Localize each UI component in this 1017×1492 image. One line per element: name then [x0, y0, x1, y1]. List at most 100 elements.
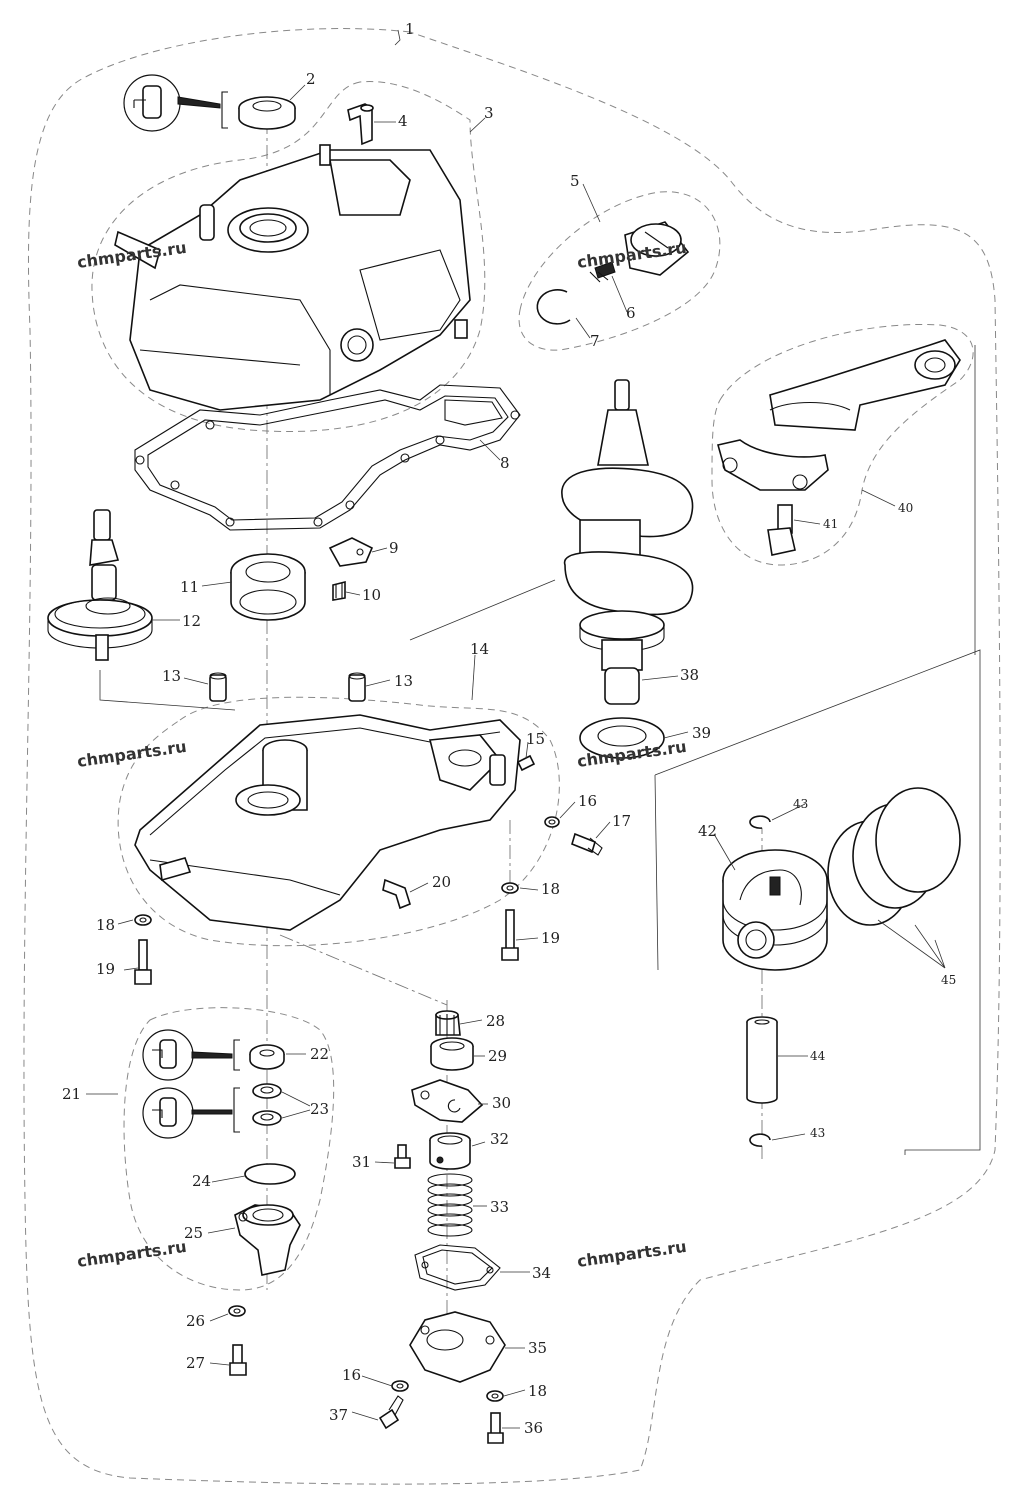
- washer-16-lower: [391, 1380, 409, 1392]
- screw-31: [394, 1144, 411, 1169]
- washer-18-left: [134, 914, 152, 926]
- rod-cap: [717, 439, 829, 491]
- callout-43b: 43: [810, 1126, 825, 1140]
- callout-38: 38: [680, 666, 699, 684]
- callout-labels: 1 2 3 4 5 6 7 8 9 10 11 12 13 13 14 15 1…: [62, 20, 956, 1437]
- callout-18b: 18: [541, 880, 560, 898]
- oil-seal-23-lower: [252, 1110, 282, 1126]
- spring-33: [427, 1173, 473, 1237]
- ball-bearing: [230, 553, 306, 621]
- callout-16a: 16: [578, 792, 597, 810]
- connecting-rod: [769, 339, 961, 431]
- crankcase-gasket: [134, 384, 521, 531]
- piston-assembly-outline: [654, 649, 981, 1155]
- callout-11: 11: [180, 578, 199, 596]
- washer-16-upper: [544, 816, 560, 828]
- grease-applicator-icon: [123, 74, 228, 132]
- cover-plate: [328, 537, 374, 567]
- o-ring-24: [244, 1163, 296, 1185]
- callout-43a: 43: [793, 797, 808, 811]
- callout-33: 33: [490, 1198, 509, 1216]
- bolt-27: [229, 1344, 247, 1376]
- callout-14: 14: [470, 640, 489, 658]
- watermark-3: chmparts.ru: [76, 737, 188, 771]
- callout-10: 10: [362, 586, 381, 604]
- callout-15: 15: [526, 730, 545, 748]
- long-bolt-19-right: [501, 909, 519, 961]
- watermark-6: chmparts.ru: [576, 1237, 688, 1271]
- callout-8: 8: [500, 454, 510, 472]
- dowel-pin-left: [209, 672, 227, 702]
- oil-seal-top: [238, 96, 296, 130]
- elbow-fitting-20: [382, 878, 411, 910]
- callout-34: 34: [532, 1264, 551, 1282]
- callout-20: 20: [432, 873, 451, 891]
- axis-to-pump: [279, 934, 448, 1006]
- crankcase-lower: [134, 714, 521, 931]
- callout-25: 25: [184, 1224, 203, 1242]
- group-boundary-5: [518, 191, 721, 351]
- oil-fill-cap: [624, 221, 690, 276]
- crankshaft: [561, 379, 694, 705]
- callout-23: 23: [310, 1100, 329, 1118]
- callout-13a: 13: [162, 667, 181, 685]
- callout-5: 5: [570, 172, 580, 190]
- oil-seal-23-upper: [252, 1083, 282, 1099]
- piston-rings-45: [827, 787, 961, 926]
- watermark-5: chmparts.ru: [76, 1237, 188, 1271]
- rod-bolt-41: [767, 504, 796, 556]
- washer-18-right: [501, 882, 519, 894]
- pump-housing-35: [409, 1311, 506, 1383]
- callout-30: 30: [492, 1094, 511, 1112]
- callout-41: 41: [823, 517, 838, 531]
- long-bolt-19-left: [134, 939, 152, 985]
- circlip-43-lower: [749, 1133, 771, 1147]
- callout-18a: 18: [96, 916, 115, 934]
- crankcase-upper: [114, 144, 471, 411]
- camshaft: [47, 509, 153, 661]
- callout-36: 36: [524, 1419, 543, 1437]
- group-boundary-40: [711, 323, 974, 566]
- callout-35: 35: [528, 1339, 547, 1357]
- piston-42: [722, 849, 828, 971]
- callout-32: 32: [490, 1130, 509, 1148]
- group-boundary-14: [117, 696, 560, 947]
- callout-26: 26: [186, 1312, 205, 1330]
- callout-4: 4: [398, 112, 408, 130]
- bolt-17: [571, 832, 603, 856]
- leader-lines: [86, 29, 946, 1429]
- callout-29: 29: [488, 1047, 507, 1065]
- gasket-34: [414, 1244, 501, 1291]
- callout-3: 3: [484, 104, 494, 122]
- washer-26: [228, 1305, 246, 1317]
- callout-24: 24: [192, 1172, 211, 1190]
- washer-18-lower: [486, 1390, 504, 1402]
- circlip-43-upper: [749, 815, 771, 829]
- callout-40: 40: [898, 501, 913, 515]
- callout-19b: 19: [541, 929, 560, 947]
- group-boundary-1: [23, 28, 1001, 1485]
- seal-housing-25: [234, 1204, 301, 1276]
- callout-12: 12: [182, 612, 201, 630]
- pump-plate-30: [411, 1079, 484, 1123]
- piston-pin-44: [746, 1016, 778, 1104]
- callout-44: 44: [810, 1049, 826, 1063]
- stud-pin: [516, 754, 536, 772]
- group-boundary-21: [123, 1007, 335, 1291]
- callout-9: 9: [389, 539, 399, 557]
- callout-6: 6: [626, 304, 636, 322]
- elbow-fitting-top: [347, 103, 374, 146]
- callout-19a: 19: [96, 960, 115, 978]
- dowel-pin-right: [348, 672, 366, 702]
- callout-1: 1: [405, 20, 415, 38]
- callout-21: 21: [62, 1085, 81, 1103]
- small-bolt: [332, 580, 346, 601]
- gear-28: [435, 1010, 461, 1036]
- callout-18c: 18: [528, 1382, 547, 1400]
- callout-39: 39: [692, 724, 711, 742]
- bushing-29: [430, 1037, 474, 1071]
- callout-27: 27: [186, 1354, 205, 1372]
- cap-o-ring: [589, 261, 616, 283]
